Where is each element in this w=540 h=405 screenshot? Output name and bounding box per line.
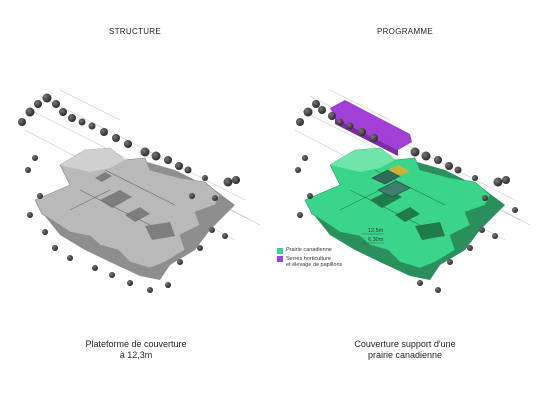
structure-caption-line1: Plateforme de couverture (85, 339, 187, 349)
programme-drawing (294, 89, 531, 293)
level-upper: 12,5m (368, 228, 384, 234)
platform-top-edge-left (60, 148, 125, 172)
trees-left (18, 93, 240, 293)
programme-title: PROGRAMME (376, 27, 434, 36)
programme-caption-line1: Couverture support d'une (354, 339, 456, 349)
structure-lines-left (69, 169, 176, 226)
level-lower: 6,30m (368, 237, 384, 243)
programme-caption-line2: prairie canadienne (367, 350, 443, 360)
structure-drawing (18, 89, 261, 293)
greenhouse-swatch (277, 256, 283, 262)
prairie-lines (339, 169, 446, 226)
legend: Prairie canadienne Serres horticulture e… (277, 247, 342, 271)
legend-label-greenhouse-line1: Serres horticulture (286, 255, 331, 262)
level-leaders (362, 233, 384, 244)
legend-label-greenhouse: Serres horticulture et élevage de papill… (286, 256, 342, 269)
structure-caption: Plateforme de couverture à 12,3m (36, 339, 236, 361)
legend-item-greenhouse: Serres horticulture et élevage de papill… (277, 256, 342, 269)
interior-voids (371, 165, 411, 198)
legend-label-prairie: Prairie canadienne (286, 247, 332, 253)
prairie-top-edge (330, 148, 395, 172)
programme-caption: Couverture support d'une prairie canadie… (305, 339, 505, 361)
structure-caption-line2: à 12,3m (119, 350, 153, 360)
trees-right (295, 100, 518, 293)
courtyards-left (95, 172, 175, 240)
greenhouse-block (330, 100, 412, 150)
legend-label-greenhouse-line2: et élevage de papillons (286, 262, 343, 268)
legend-item-prairie: Prairie canadienne (277, 247, 342, 254)
structure-title: STRUCTURE (108, 27, 162, 36)
prairie-swatch (277, 247, 283, 254)
